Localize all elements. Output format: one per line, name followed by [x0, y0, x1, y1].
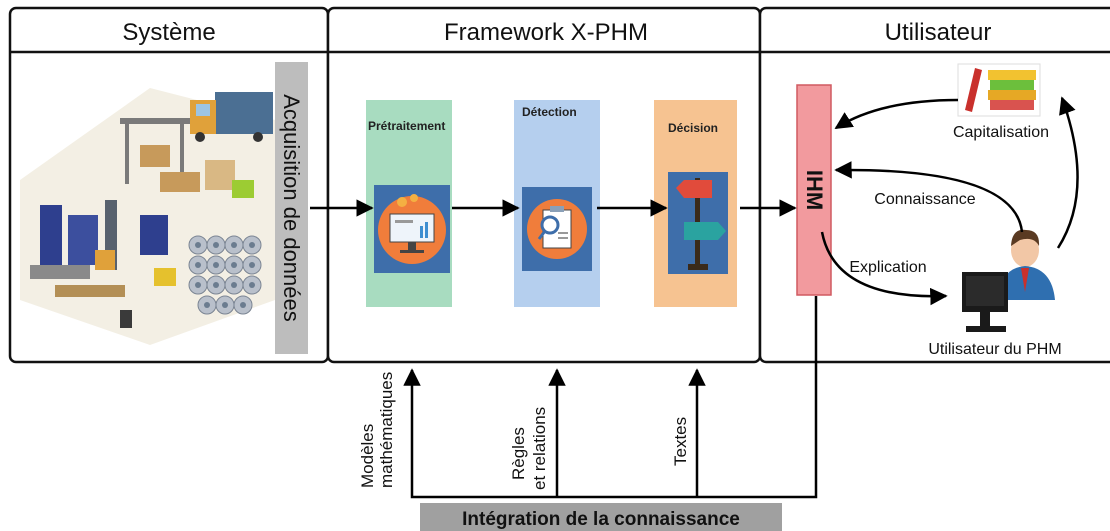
panel-title-utilisateur: Utilisateur [885, 19, 992, 46]
utilisateur-phm-label: Utilisateur du PHM [928, 341, 1061, 358]
signpost-icon [676, 178, 726, 270]
knowledge-input-labels: Modèles mathématiques Règles et relation… [358, 372, 690, 490]
ihm-bar [796, 84, 832, 296]
panel-utilisateur: Utilisateur IHM Capitalisation Connaissa… [758, 6, 1110, 364]
panel-systeme: Système [8, 6, 330, 364]
regles-label-line2: et relations [530, 407, 549, 490]
connaissance-label: Connaissance [874, 191, 976, 208]
user-at-computer-icon [962, 229, 1055, 332]
stage-detection-label: Détection [522, 105, 577, 119]
modeles-label-line1: Modèles [358, 424, 377, 488]
explication-label: Explication [849, 259, 926, 276]
books-icon [957, 63, 1041, 117]
integration-banner: Intégration de la connaissance [420, 503, 782, 531]
flow-arrows [310, 96, 1079, 499]
stage-decision: Décision [654, 100, 737, 307]
capitalisation-label: Capitalisation [953, 124, 1049, 141]
factory-illustration [20, 88, 275, 345]
integration-label: Intégration de la connaissance [462, 509, 740, 530]
stage-pretraitement: Prétraitement [366, 100, 452, 307]
modeles-label-line2: mathématiques [377, 372, 396, 488]
textes-label: Textes [671, 417, 690, 466]
stage-decision-label: Décision [668, 121, 718, 135]
acquisition-label: Acquisition de données [279, 94, 304, 322]
stage-detection: Détection [514, 100, 600, 307]
ihm-label: IHM [802, 170, 827, 210]
acquisition-bar [275, 62, 308, 354]
regles-label-line1: Règles [509, 427, 528, 480]
stage-pretraitement-label: Prétraitement [368, 119, 445, 133]
panel-framework: Framework X-PHM Prétraitement Détection [326, 6, 762, 364]
panel-title-framework: Framework X-PHM [444, 19, 648, 46]
panel-title-systeme: Système [122, 19, 215, 46]
